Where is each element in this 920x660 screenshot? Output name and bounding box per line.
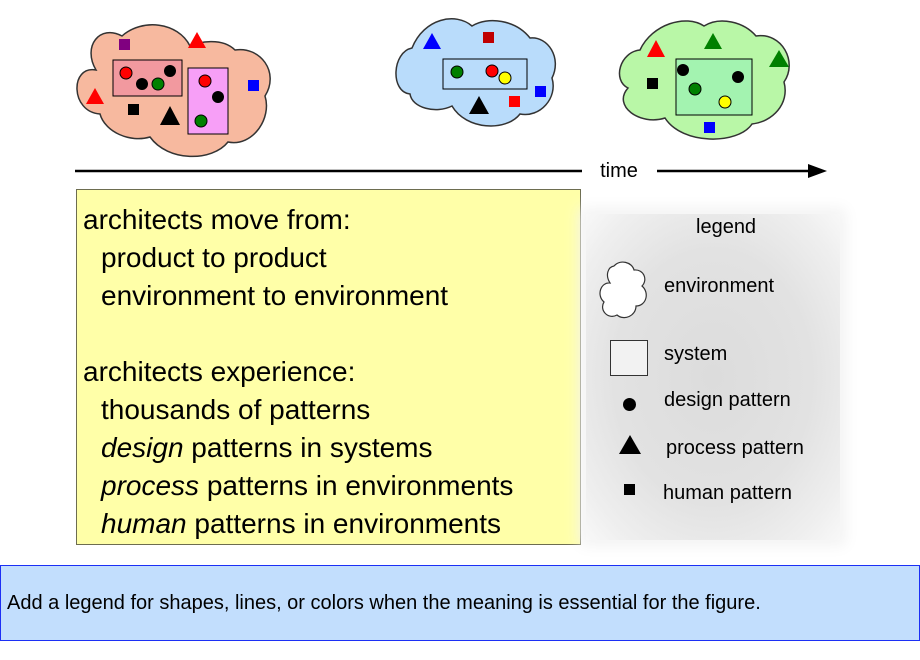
- timeline-label: time: [600, 160, 638, 182]
- line-design-patterns: design patterns in systems: [83, 429, 580, 467]
- environment-cloud-3: [618, 20, 790, 140]
- design-pattern-yellow: [718, 95, 732, 109]
- legend-human-pattern-label: human pattern: [663, 482, 792, 504]
- process-pattern-red: [647, 40, 665, 57]
- design-pattern-icon: [623, 398, 636, 411]
- line-design-rest: patterns in systems: [183, 432, 433, 463]
- guidance-banner: Add a legend for shapes, lines, or color…: [0, 565, 920, 641]
- emphasis-process: process: [101, 470, 200, 501]
- design-pattern-green: [151, 77, 165, 91]
- explanation-panel: architects move from: product to product…: [76, 189, 581, 545]
- line-product: product to product: [101, 242, 327, 273]
- design-pattern-yellow: [498, 71, 512, 85]
- process-pattern-red: [86, 88, 104, 104]
- human-pattern-red: [509, 96, 520, 107]
- design-pattern-black: [136, 78, 148, 90]
- legend: legend environment system design pattern…: [586, 214, 840, 540]
- process-pattern-black: [160, 106, 180, 125]
- line-environment: environment to environment: [101, 280, 449, 311]
- line-process-rest: patterns in environments: [199, 470, 514, 501]
- heading-experience: architects experience:: [83, 356, 356, 387]
- process-pattern-icon: [619, 435, 641, 454]
- design-pattern-green: [688, 82, 702, 96]
- legend-title: legend: [696, 216, 757, 238]
- heading-move-from: architects move from:: [83, 204, 351, 235]
- human-pattern-black: [647, 78, 658, 89]
- environment-cloud-2: [395, 18, 557, 127]
- process-pattern-green: [769, 50, 789, 67]
- line-process-patterns: process patterns in environments: [83, 467, 580, 505]
- legend-design-pattern-label: design pattern: [664, 389, 791, 411]
- legend-environment-label: environment: [664, 275, 775, 297]
- environment-icon: [599, 261, 647, 319]
- line-thousands: thousands of patterns: [101, 394, 371, 425]
- human-pattern-purple: [119, 39, 130, 50]
- human-pattern-black: [128, 104, 139, 115]
- emphasis-design: design: [101, 432, 184, 463]
- legend-system-label: system: [664, 343, 728, 365]
- design-pattern-black: [677, 64, 689, 76]
- design-pattern-black: [212, 91, 224, 103]
- line-human-patterns: human patterns in environments: [83, 505, 580, 543]
- human-pattern-blue: [248, 80, 259, 91]
- line-human-rest: patterns in environments: [186, 508, 502, 539]
- human-pattern-blue: [535, 86, 546, 97]
- human-pattern-dark-red: [483, 32, 494, 43]
- spacer: [83, 315, 580, 353]
- timeline: time: [75, 160, 827, 182]
- process-pattern-green: [704, 33, 722, 49]
- design-pattern-black: [732, 71, 744, 83]
- human-pattern-blue: [704, 122, 715, 133]
- process-pattern-blue: [423, 33, 441, 49]
- timeline-arrowhead: [808, 164, 827, 178]
- process-pattern-red: [188, 32, 206, 48]
- human-pattern-icon: [624, 484, 635, 495]
- design-pattern-green: [194, 114, 208, 128]
- environment-cloud-1: [76, 24, 271, 158]
- legend-process-pattern-label: process pattern: [666, 437, 804, 459]
- design-pattern-black: [164, 65, 176, 77]
- emphasis-human: human: [101, 508, 187, 539]
- design-pattern-red: [198, 74, 212, 88]
- design-pattern-red: [485, 64, 499, 78]
- system-icon: [610, 340, 648, 376]
- process-pattern-black: [469, 96, 489, 114]
- pattern-diagram: time: [75, 18, 827, 182]
- design-pattern-red: [119, 66, 133, 80]
- design-pattern-green: [450, 65, 464, 79]
